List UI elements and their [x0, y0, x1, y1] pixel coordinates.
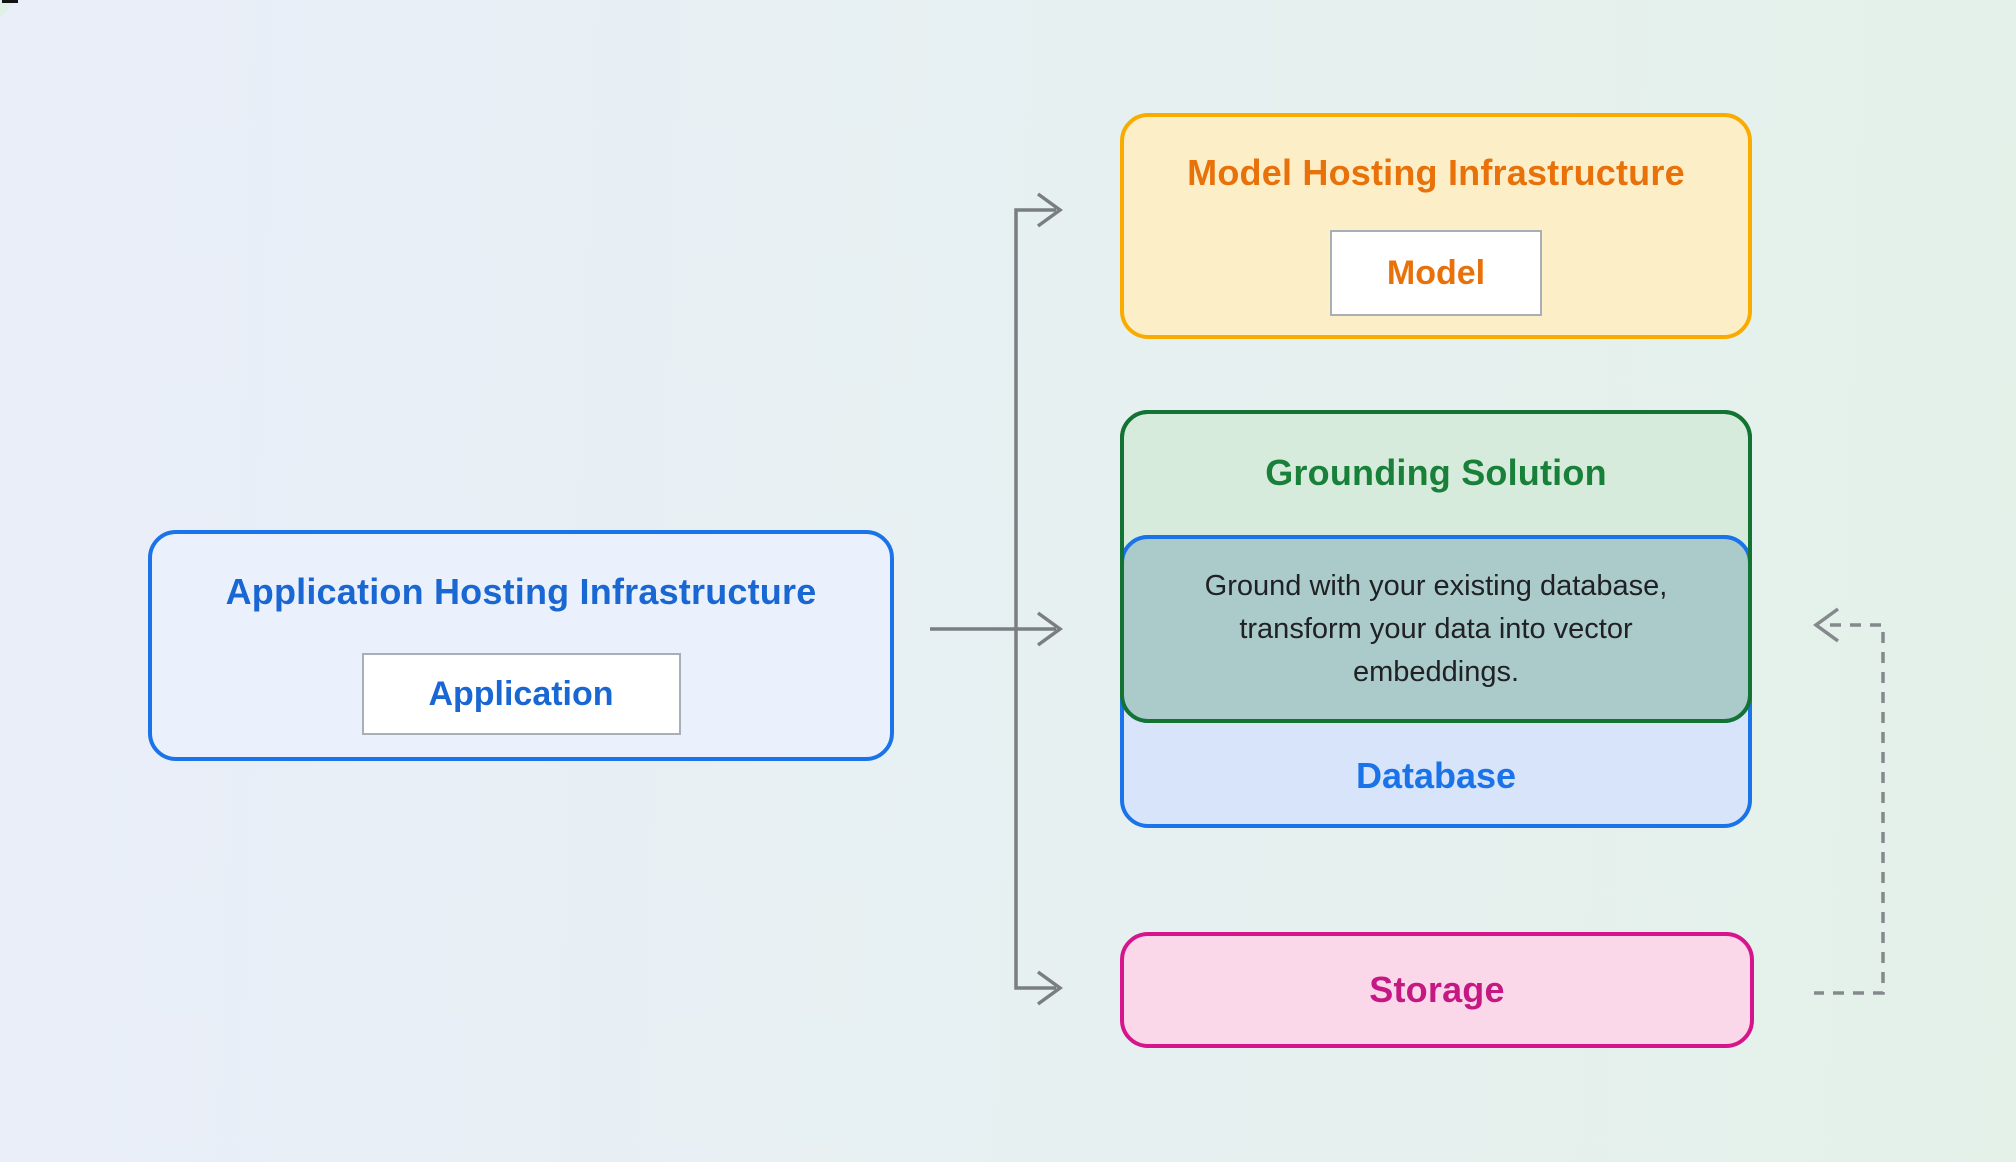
grounding-description-line: Ground with your existing database, [1204, 569, 1668, 602]
node-storage: Storage [1120, 932, 1754, 1048]
node-application-hosting: Application Hosting Infrastructure Appli… [148, 530, 894, 761]
storage-label: Storage [1369, 969, 1505, 1010]
model-chip: Model [1330, 230, 1542, 316]
model-chip-label: Model [1386, 253, 1486, 292]
application-chip-label: Application [428, 674, 614, 713]
grounding-description-line: embeddings. [1352, 655, 1520, 688]
grounding-solution-title: Grounding Solution [1265, 452, 1607, 493]
feedback-arrowhead-icon [1813, 607, 1840, 643]
model-hosting-title: Model Hosting Infrastructure [1187, 152, 1685, 193]
model-arrowhead-icon [1036, 192, 1063, 228]
feedback-dashed-line [1814, 623, 1885, 995]
grounding-description-line: transform your data into vector [1239, 612, 1633, 645]
flow-branch-line [1014, 208, 1056, 990]
database-label: Database [1355, 754, 1517, 796]
application-hosting-title: Application Hosting Infrastructure [225, 571, 817, 612]
grounding-description-panel: Ground with your existing database, tran… [1120, 535, 1752, 723]
node-model-hosting: Model Hosting Infrastructure Model [1120, 113, 1752, 339]
application-chip: Application [361, 653, 681, 735]
corner-artifact-bar [2, 0, 18, 3]
grounding-arrowhead-icon [1036, 611, 1063, 647]
storage-arrowhead-icon [1036, 970, 1063, 1006]
